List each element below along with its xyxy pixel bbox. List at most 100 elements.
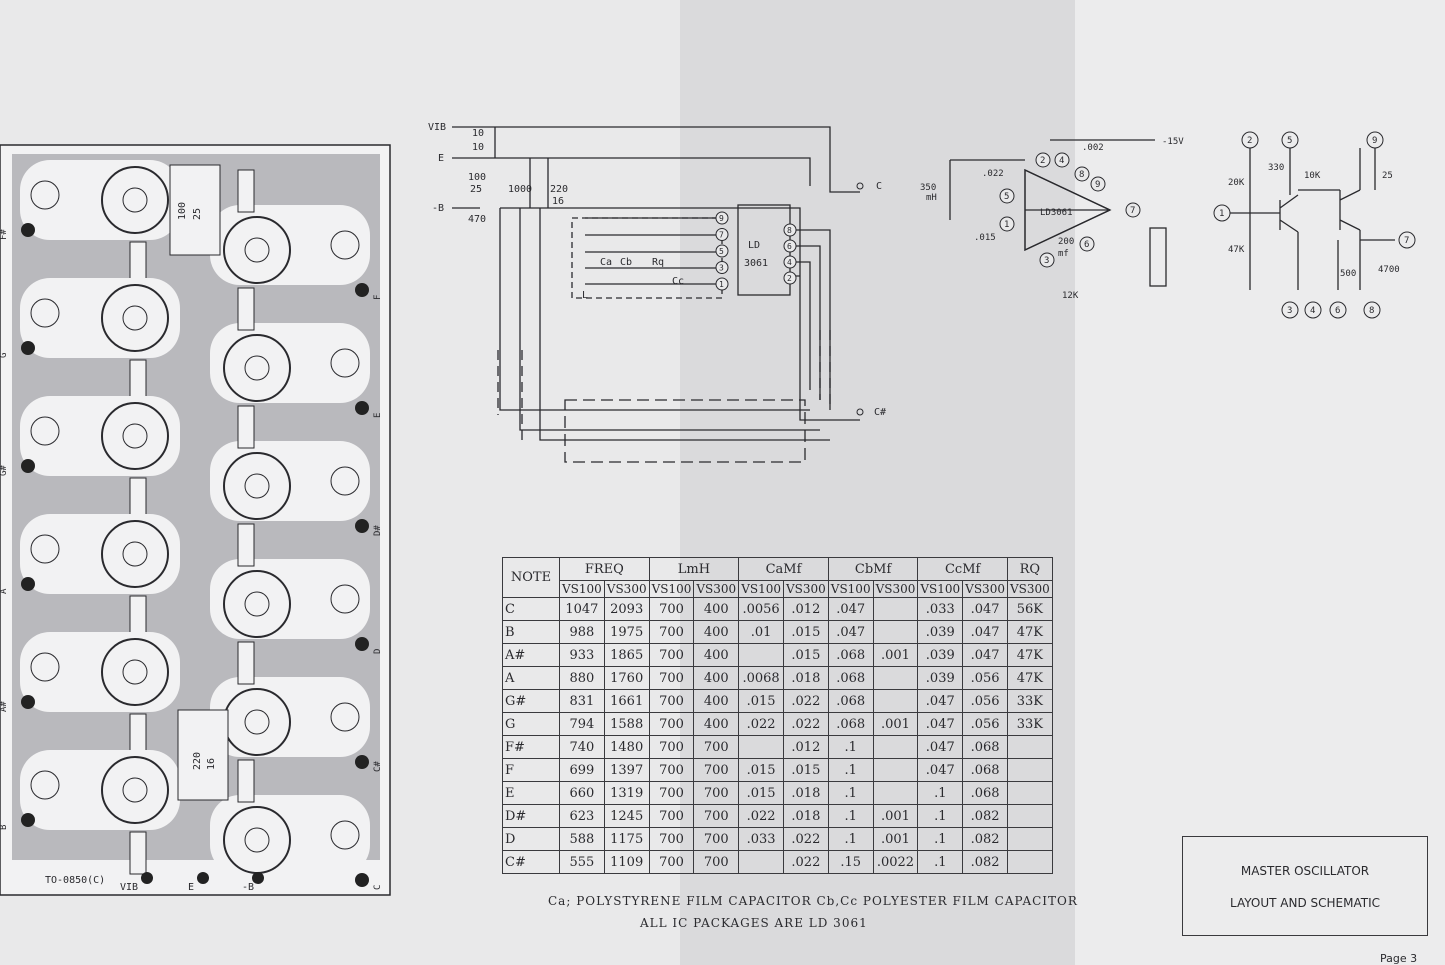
- value-cell: 400: [693, 643, 740, 667]
- value-cell: .0022: [872, 850, 919, 874]
- inductor-core: [244, 355, 270, 381]
- amp-wires: [949, 139, 1155, 220]
- value-cell: 400: [693, 620, 740, 644]
- amp-pin: [999, 188, 1015, 204]
- ic-pin-left: [715, 244, 729, 258]
- capacitor-ca: [30, 770, 60, 800]
- amp-res-12k: 12K: [1062, 291, 1079, 301]
- inductor-coil: [223, 570, 291, 638]
- dashed-connectors: [497, 330, 831, 440]
- inductor-core: [122, 187, 148, 213]
- ic-pin-left-label: 3: [719, 264, 724, 273]
- value-cell: 400: [693, 666, 740, 690]
- value-cell: 1480: [603, 735, 650, 759]
- res-4700: 4700: [1378, 265, 1400, 275]
- value-cell: [872, 735, 919, 759]
- value-cell: .047: [962, 597, 1008, 621]
- value-cell: .01: [738, 620, 784, 644]
- capacitor-ca: [330, 230, 360, 260]
- transistor-pin: [1366, 131, 1384, 149]
- cap-10a: 10: [472, 128, 484, 139]
- value-cell: .022: [782, 850, 829, 874]
- amp-pin: [1074, 166, 1090, 182]
- transistor-pin-label: 8: [1369, 306, 1374, 316]
- value-cell: .022: [782, 689, 829, 713]
- transistor-pin-label: 3: [1287, 306, 1292, 316]
- value-cell: 1661: [603, 689, 650, 713]
- res-500: 500: [1340, 269, 1356, 279]
- value-cell: 2093: [603, 597, 650, 621]
- value-cell: 700: [648, 597, 695, 621]
- value-cell: 700: [693, 781, 740, 805]
- amplifier-schematic: -15V LD3061 350 mH .022 .015 .002 200 mf…: [920, 137, 1184, 301]
- capacitor-ca: [30, 180, 60, 210]
- amp-pin: [1054, 152, 1070, 168]
- bottom-label-vib: VIB: [120, 882, 138, 893]
- ic-right-lines: [790, 229, 831, 410]
- value-cell: .033: [738, 827, 784, 851]
- transistor-wiring: [1230, 148, 1376, 290]
- ic-pin-left: [715, 211, 729, 225]
- b-line: [452, 207, 860, 421]
- cap-bottom-value: 220: [192, 752, 203, 770]
- value-cell: .0056: [738, 597, 784, 621]
- value-cell: .047: [917, 689, 964, 713]
- ic-pin-right: [783, 271, 797, 285]
- capacitor-ca: [330, 702, 360, 732]
- inductor-coil: [101, 402, 169, 470]
- value-cell: 400: [693, 712, 740, 736]
- value-cell: [872, 689, 919, 713]
- cap-cb: Cb: [620, 257, 632, 268]
- note-cell: D: [502, 827, 560, 851]
- amp-pin-label: 1: [1004, 220, 1009, 230]
- value-cell: 56K: [1006, 597, 1053, 621]
- cap-1000: 1000: [508, 184, 532, 195]
- col-rq: RQ: [1006, 557, 1053, 581]
- cap-10b: 10: [472, 142, 484, 153]
- value-cell: .015: [738, 781, 784, 805]
- transistor-pin: [1363, 301, 1381, 319]
- inductor-core: [122, 659, 148, 685]
- amp-inductance-value: 350: [920, 183, 936, 193]
- ic-pin-lines: [585, 217, 718, 285]
- output-terminal: [355, 637, 369, 651]
- value-cell: [872, 620, 919, 644]
- output-terminal: [21, 459, 35, 473]
- bottom-label-e: E: [188, 882, 194, 893]
- cap-220: 220: [550, 184, 568, 195]
- value-cell: .0068: [738, 666, 784, 690]
- col-camf: CaMf: [738, 557, 829, 581]
- ic-pin-left-label: 5: [719, 247, 724, 256]
- capacitor-ca: [30, 416, 60, 446]
- output-terminal: [21, 813, 35, 827]
- value-cell: .1: [827, 781, 874, 805]
- value-cell: 933: [559, 643, 605, 667]
- inductor-coil: [101, 166, 169, 234]
- value-cell: .047: [962, 643, 1008, 667]
- input-b: -B: [432, 203, 444, 214]
- value-cell: .001: [872, 643, 919, 667]
- transistor-pin-label: 2: [1247, 136, 1252, 146]
- ic-ld3061: [129, 359, 147, 403]
- ic-ld3061: [129, 595, 147, 639]
- value-cell: 700: [648, 827, 695, 851]
- note-cell: F: [502, 758, 560, 782]
- note-label-left: B: [0, 825, 9, 830]
- value-cell: 1760: [603, 666, 650, 690]
- inductor-coil: [223, 334, 291, 402]
- ic-ld3061: [129, 831, 147, 875]
- ic-ld3061: [237, 287, 255, 331]
- ic-ld3061: [237, 641, 255, 685]
- transistor-input-label: 1: [1219, 209, 1224, 219]
- sub-header-cell: VS300: [782, 580, 829, 598]
- output-terminal: [21, 577, 35, 591]
- value-cell: [872, 597, 919, 621]
- value-cell: 700: [648, 712, 695, 736]
- sub-header-cell: VS100: [827, 580, 874, 598]
- page-number: Page 3: [1380, 952, 1418, 965]
